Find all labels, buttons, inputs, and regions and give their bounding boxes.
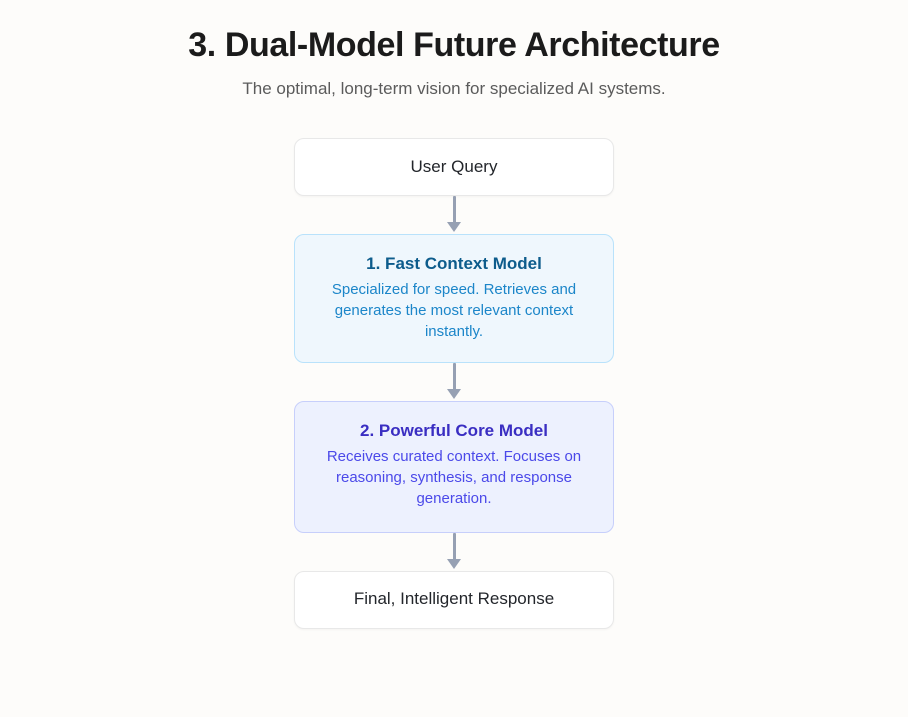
- flow-node-user-query[interactable]: User Query: [294, 138, 614, 197]
- arrow-query-to-fast-icon: [444, 196, 464, 234]
- arrow-shaft: [452, 532, 456, 560]
- page-subtitle: The optimal, long-term vision for specia…: [242, 79, 666, 99]
- page-title: 3. Dual-Model Future Architecture: [188, 26, 720, 64]
- arrow-head: [447, 389, 461, 400]
- fast-model-description: Specialized for speed. Retrieves and gen…: [331, 281, 577, 340]
- fast-model-title: 1. Fast Context Model: [366, 254, 542, 274]
- arrow-head: [447, 222, 461, 233]
- arrow-fast-to-core-icon: [444, 363, 464, 401]
- flow-node-final-response[interactable]: Final, Intelligent Response: [294, 570, 614, 629]
- arrow-core-to-output-icon: [444, 532, 464, 571]
- core-model-title: 2. Powerful Core Model: [360, 421, 548, 441]
- flow-node-fast-context-model[interactable]: 1. Fast Context Model Specialized for sp…: [294, 234, 614, 364]
- arrow-shaft: [452, 196, 456, 224]
- core-model-description: Receives curated context. Focuses on rea…: [326, 448, 582, 507]
- architecture-flowchart: User Query 1. Fast Context Model Special…: [294, 138, 614, 629]
- flow-node-powerful-core-model[interactable]: 2. Powerful Core Model Receives curated …: [294, 401, 614, 533]
- arrow-head: [447, 558, 461, 569]
- arrow-shaft: [452, 363, 456, 391]
- final-response-label: Final, Intelligent Response: [353, 589, 555, 609]
- user-query-label: User Query: [410, 157, 498, 177]
